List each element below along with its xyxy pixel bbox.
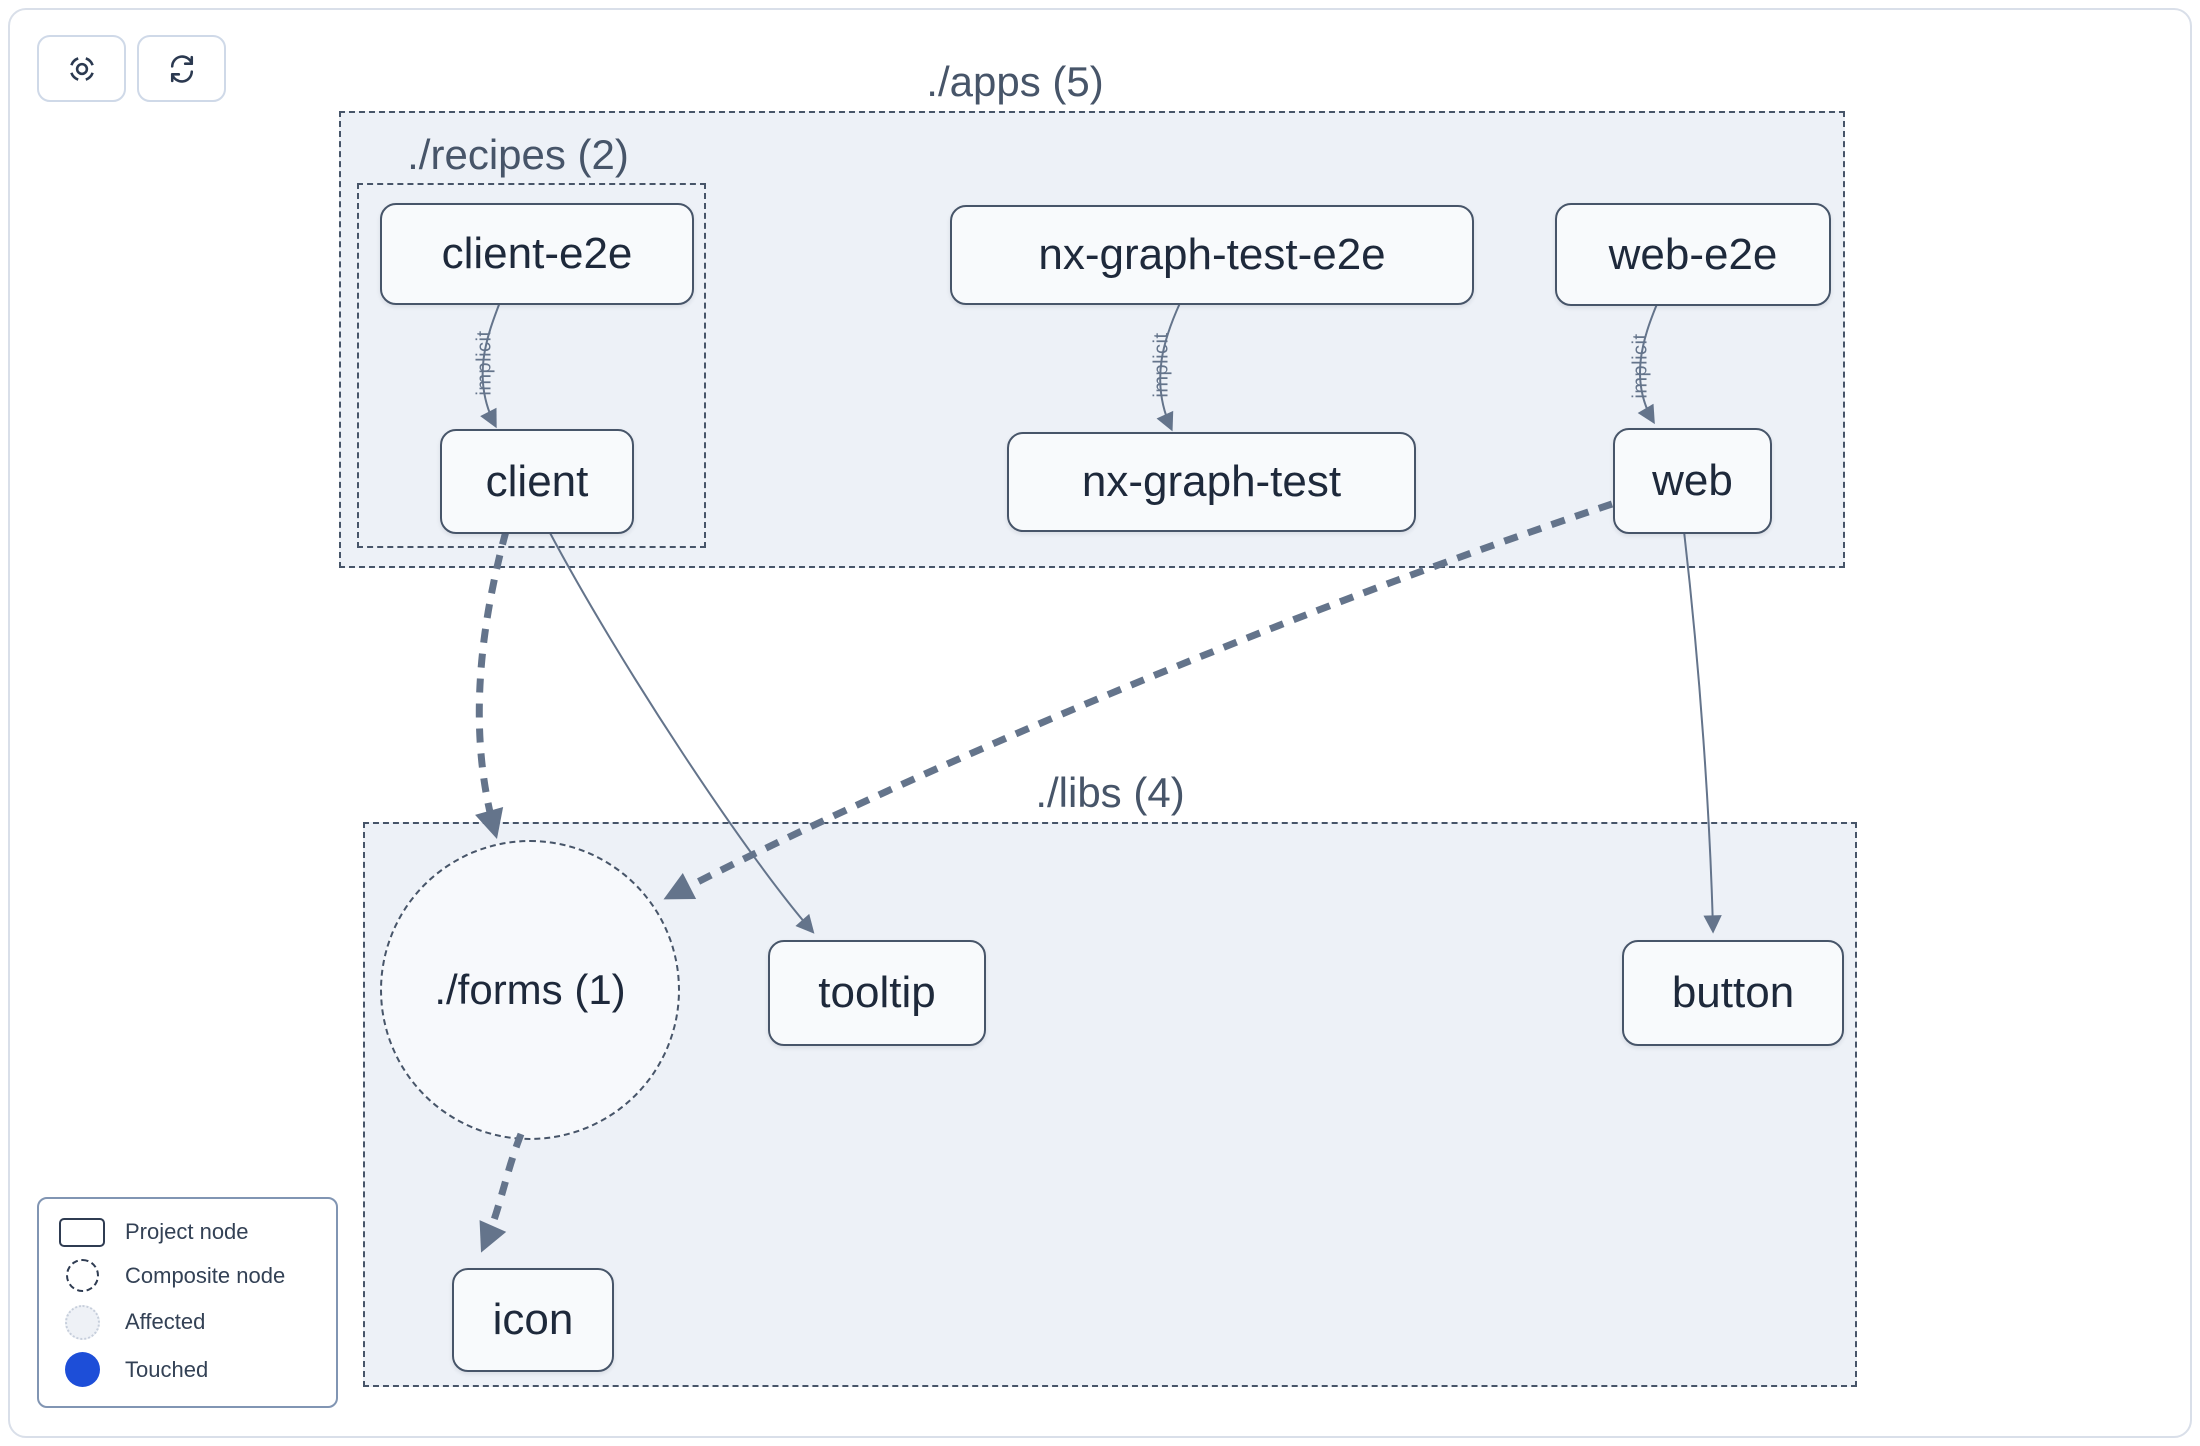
project-node-icon[interactable]: icon bbox=[452, 1268, 614, 1372]
project-node-client-e2e[interactable]: client-e2e bbox=[380, 203, 694, 305]
project-node-button-label: button bbox=[1671, 968, 1795, 1017]
composite-node-symbol bbox=[65, 1259, 99, 1293]
project-node-tooltip-label: tooltip bbox=[818, 968, 936, 1017]
project-node-icon-label: icon bbox=[492, 1295, 574, 1344]
legend-label-touched: Touched bbox=[125, 1356, 209, 1382]
project-node-symbol bbox=[59, 1217, 105, 1247]
project-node-web-e2e-label: web-e2e bbox=[1608, 229, 1778, 279]
legend-item-affected: Affected bbox=[39, 1304, 336, 1340]
touched-symbol bbox=[64, 1352, 100, 1388]
project-node-nx-graph-test[interactable]: nx-graph-test bbox=[1007, 432, 1416, 532]
project-node-nx-graph-test-e2e-label: nx-graph-test-e2e bbox=[1038, 230, 1386, 279]
composite-node-forms-label: ./forms (1) bbox=[434, 966, 626, 1013]
project-node-client-e2e-label: client-e2e bbox=[441, 229, 633, 278]
legend-label-project-node: Project node bbox=[125, 1219, 249, 1245]
edge-label-implicit-2: implicit bbox=[1150, 332, 1173, 398]
affected-symbol bbox=[64, 1304, 100, 1340]
legend-item-composite-node: Composite node bbox=[39, 1259, 336, 1293]
composite-node-forms[interactable]: ./forms (1) bbox=[380, 840, 680, 1140]
group-label-apps: ./apps (5) bbox=[926, 58, 1104, 105]
group-label-recipes: ./recipes (2) bbox=[407, 131, 629, 178]
legend-label-composite-node: Composite node bbox=[125, 1262, 286, 1288]
project-node-web-e2e[interactable]: web-e2e bbox=[1555, 203, 1831, 306]
group-label-libs: ./libs (4) bbox=[1035, 769, 1185, 816]
project-node-tooltip[interactable]: tooltip bbox=[768, 940, 986, 1046]
focus-icon bbox=[69, 56, 94, 81]
project-node-client[interactable]: client bbox=[440, 429, 634, 534]
legend-label-affected: Affected bbox=[125, 1309, 206, 1335]
legend: Project node Composite node Affected Tou… bbox=[37, 1197, 338, 1408]
legend-item-touched: Touched bbox=[39, 1352, 336, 1388]
project-node-button[interactable]: button bbox=[1622, 940, 1844, 1046]
project-node-nx-graph-test-e2e[interactable]: nx-graph-test-e2e bbox=[950, 205, 1474, 305]
edge-label-implicit-3: implicit bbox=[1629, 333, 1652, 399]
project-node-web-label: web bbox=[1652, 456, 1733, 505]
legend-item-project-node: Project node bbox=[39, 1217, 336, 1247]
project-node-nx-graph-test-label: nx-graph-test bbox=[1081, 457, 1342, 506]
edge-label-implicit-1: implicit bbox=[473, 330, 496, 396]
group-recipes bbox=[357, 183, 706, 548]
refresh-graph-button[interactable] bbox=[137, 35, 226, 102]
refresh-icon bbox=[170, 54, 193, 83]
project-node-client-label: client bbox=[485, 456, 589, 506]
center-graph-button[interactable] bbox=[37, 35, 126, 102]
project-node-web[interactable]: web bbox=[1613, 428, 1772, 534]
